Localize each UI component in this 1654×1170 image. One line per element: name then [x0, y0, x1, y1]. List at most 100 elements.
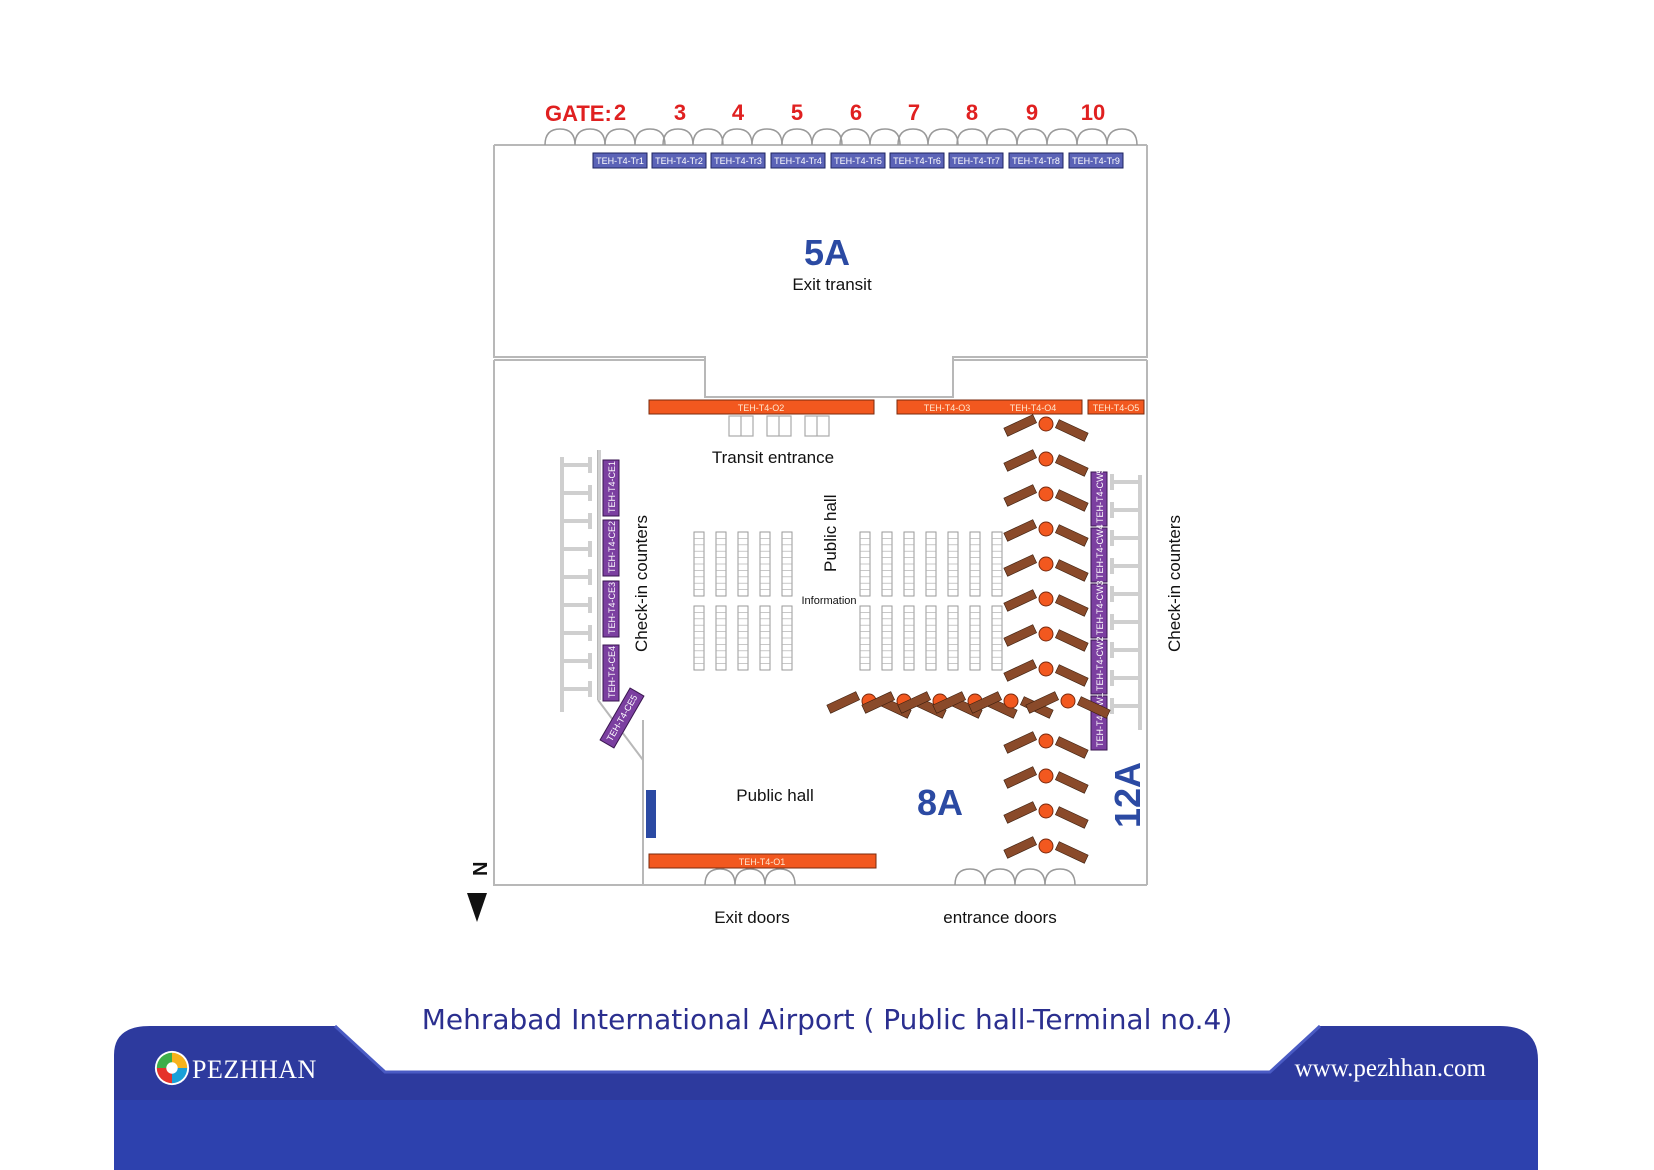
seat-row-block: [881, 605, 893, 671]
seat-row-block: [859, 531, 871, 597]
kiosk-marker[interactable]: [1003, 801, 1089, 829]
north-label: N: [470, 862, 492, 876]
transit-counter-label: TEH-T4-Tr6: [893, 156, 941, 166]
kiosk-marker[interactable]: [1003, 414, 1089, 442]
seat-row-block: [737, 605, 749, 671]
orange-counter-o3-label: TEH-T4-O3: [924, 403, 971, 413]
transit-counter-8[interactable]: TEH-T4-Tr8: [1008, 152, 1064, 169]
transit-counter-6[interactable]: TEH-T4-Tr6: [889, 152, 945, 169]
checkin-east-counter-1[interactable]: TEH-T4-CE1: [602, 459, 620, 517]
kiosk-marker[interactable]: [1003, 731, 1089, 759]
transit-counter-label: TEH-T4-Tr3: [714, 156, 762, 166]
orange-counter-o5[interactable]: TEH-T4-O5: [1087, 399, 1145, 415]
transit-counter-label: TEH-T4-Tr8: [1012, 156, 1060, 166]
checkin-west-counter-label: TEH-T4-CW3: [1095, 581, 1105, 636]
transit-counter-2[interactable]: TEH-T4-Tr2: [651, 152, 707, 169]
transit-entrance-booths: [728, 415, 830, 437]
gate-arches: [544, 128, 1138, 146]
gate-number-2: 2: [614, 100, 626, 125]
checkin-east-counter-label: TEH-T4-CE4: [607, 646, 617, 698]
website-link[interactable]: www.pezhhan.com: [1294, 1055, 1486, 1082]
seat-row-block: [781, 605, 793, 671]
seating-area: [693, 531, 1003, 671]
checkin-east-counter-2[interactable]: TEH-T4-CE2: [602, 519, 620, 577]
seat-row-block: [903, 531, 915, 597]
transit-counter-9[interactable]: TEH-T4-Tr9: [1068, 152, 1124, 169]
transit-counter-4[interactable]: TEH-T4-Tr4: [770, 152, 826, 169]
seat-row-block: [925, 531, 937, 597]
brand-name: PEZHHAN: [192, 1055, 317, 1084]
zone-5a-label: Exit transit: [792, 275, 872, 294]
orange-counter-o3-o4[interactable]: TEH-T4-O3 TEH-T4-O4: [896, 399, 1083, 415]
kiosk-marker[interactable]: [1003, 519, 1089, 547]
checkin-west-counter-label: TEH-T4-CW5: [1095, 469, 1105, 524]
seat-row-block: [881, 531, 893, 597]
seat-row-block: [781, 531, 793, 597]
kiosk-marker[interactable]: [1003, 624, 1089, 652]
kiosk-marker[interactable]: [1003, 589, 1089, 617]
checkin-east-counters: TEH-T4-CE1TEH-T4-CE2TEH-T4-CE3TEH-T4-CE4…: [599, 459, 645, 749]
seat-row-block: [969, 605, 981, 671]
kiosk-marker[interactable]: [1003, 659, 1089, 687]
door-arches: [704, 868, 1076, 886]
zone-8a-code: 8A: [917, 782, 963, 823]
kiosk-marker[interactable]: [1003, 449, 1089, 477]
zone-12a-code: 12A: [1107, 762, 1148, 828]
gate-number-6: 6: [850, 100, 862, 125]
checkin-west-counter-2[interactable]: TEH-T4-CW2: [1090, 637, 1108, 695]
transit-counter-1[interactable]: TEH-T4-Tr1: [592, 152, 648, 169]
checkin-west-counter-3[interactable]: TEH-T4-CW3: [1090, 581, 1108, 639]
seat-row-block: [693, 531, 705, 597]
gate-number-5: 5: [791, 100, 803, 125]
right-checkin-structure: [1110, 474, 1142, 730]
seat-row-block: [947, 605, 959, 671]
seat-row-block: [715, 531, 727, 597]
gate-number-8: 8: [966, 100, 978, 125]
north-arrow: N: [467, 862, 492, 922]
seat-row-block: [969, 531, 981, 597]
orange-counter-o2[interactable]: TEH-T4-O2: [648, 399, 875, 415]
checkin-west-counter-4[interactable]: TEH-T4-CW4: [1090, 525, 1108, 583]
gate-number-7: 7: [908, 100, 920, 125]
kiosk-marker[interactable]: [1003, 836, 1089, 864]
footer-banner: [114, 1024, 1538, 1170]
orange-counter-o5-label: TEH-T4-O5: [1093, 403, 1140, 413]
kiosk-marker[interactable]: [1003, 766, 1089, 794]
checkin-west-counter-1[interactable]: TEH-T4-CW1: [1090, 693, 1108, 751]
orange-counter-o1-label: TEH-T4-O1: [739, 857, 786, 867]
transit-counters: TEH-T4-Tr1 TEH-T4-Tr2 TEH-T4-Tr3 TEH-T4-Tr4…: [592, 152, 1124, 169]
left-checkin-structure: [560, 450, 601, 712]
transit-counter-label: TEH-T4-Tr7: [952, 156, 1000, 166]
kiosk-marker[interactable]: [1025, 691, 1111, 719]
checkin-east-counter-3[interactable]: TEH-T4-CE3: [602, 580, 620, 638]
checkin-west-counter-label: TEH-T4-CW4: [1095, 525, 1105, 580]
map-title: Mehrabad International Airport ( Public …: [421, 1003, 1233, 1036]
transit-counter-label: TEH-T4-Tr1: [596, 156, 644, 166]
checkin-west-counter-label: TEH-T4-CW1: [1095, 693, 1105, 748]
seat-row-block: [925, 605, 937, 671]
self-service-kiosks: [826, 414, 1111, 864]
transit-counter-label: TEH-T4-Tr4: [774, 156, 822, 166]
orange-counter-o2-label: TEH-T4-O2: [738, 403, 785, 413]
gate-number-3: 3: [674, 100, 686, 125]
kiosk-marker[interactable]: [1003, 484, 1089, 512]
orange-counter-o1[interactable]: TEH-T4-O1: [648, 853, 877, 869]
exit-doors-label: Exit doors: [714, 908, 790, 927]
gate-number-4: 4: [732, 100, 745, 125]
gate-number-9: 9: [1026, 100, 1038, 125]
checkin-east-counter-4[interactable]: TEH-T4-CE4: [602, 644, 620, 702]
seat-row-block: [759, 605, 771, 671]
transit-counter-5[interactable]: TEH-T4-Tr5: [830, 152, 886, 169]
seat-row-block: [693, 605, 705, 671]
transit-counter-label: TEH-T4-Tr5: [834, 156, 882, 166]
kiosk-marker[interactable]: [1003, 554, 1089, 582]
seat-row-block: [759, 531, 771, 597]
seat-row-block: [947, 531, 959, 597]
checkin-west-counter-5[interactable]: TEH-T4-CW5: [1090, 469, 1108, 527]
seat-row-block: [737, 531, 749, 597]
transit-counter-7[interactable]: TEH-T4-Tr7: [948, 152, 1004, 169]
transit-counter-3[interactable]: TEH-T4-Tr3: [710, 152, 766, 169]
